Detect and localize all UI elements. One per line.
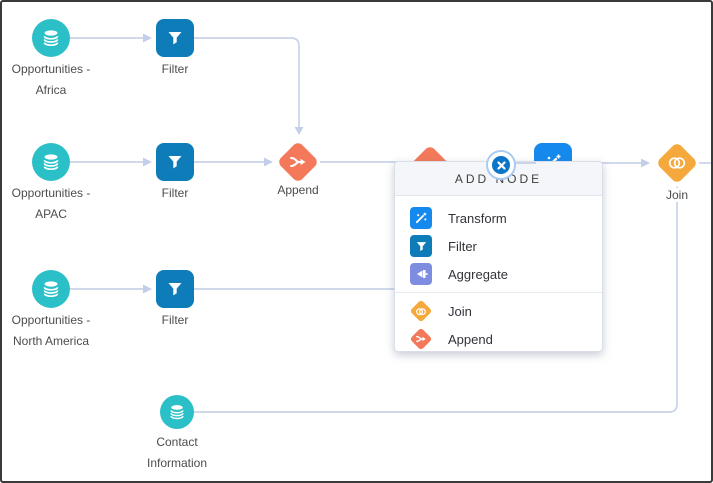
database-icon — [43, 281, 59, 298]
arrowhead-icon — [143, 33, 152, 43]
database-icon — [43, 154, 59, 171]
node-label-line: Append — [277, 183, 319, 197]
close-icon — [492, 156, 510, 174]
filter-node-africa[interactable] — [156, 19, 194, 57]
close-add-node-button[interactable] — [486, 150, 516, 180]
node-label: Opportunities - APAC — [12, 183, 91, 225]
node-label-line: APAC — [35, 207, 67, 221]
node-label-line: Africa — [35, 83, 67, 97]
node-label-line: Opportunities - — [11, 62, 91, 76]
node-label-line: Opportunities - — [11, 186, 91, 200]
node-label-line: Filter — [161, 186, 189, 200]
arrowhead-icon — [641, 158, 650, 168]
menu-item-filter[interactable]: Filter — [395, 232, 602, 260]
filter-icon — [168, 283, 182, 296]
dataset-node-contact[interactable] — [160, 395, 194, 429]
menu-item-transform[interactable]: Transform — [395, 204, 602, 232]
node-label-line: Join — [665, 188, 689, 202]
connector-contact-join — [194, 194, 678, 413]
menu-item-label: Aggregate — [448, 266, 508, 282]
menu-item-append[interactable]: Append — [395, 325, 602, 353]
connector-stub — [514, 162, 536, 164]
dataset-node-apac[interactable] — [32, 143, 70, 181]
node-label: Filter — [162, 183, 189, 204]
node-label: Append — [277, 180, 318, 201]
arrowhead-icon — [294, 127, 304, 135]
aggregate-icon — [410, 263, 432, 285]
database-icon — [43, 30, 59, 47]
menu-item-label: Transform — [448, 210, 507, 226]
connector-filter-append-top — [194, 37, 300, 127]
node-label-line: Opportunities - — [11, 313, 91, 327]
node-label: Filter — [162, 310, 189, 331]
node-label: Contact Information — [147, 432, 207, 474]
node-label: Opportunities - North America — [12, 310, 91, 352]
filter-node-north-america[interactable] — [156, 270, 194, 308]
join-icon — [668, 157, 686, 169]
add-node-menu: Transform Filter Aggrega — [395, 196, 602, 353]
arrowhead-icon — [143, 284, 152, 294]
dataset-node-north-america[interactable] — [32, 270, 70, 308]
menu-item-label: Join — [448, 303, 472, 319]
filter-node-apac[interactable] — [156, 143, 194, 181]
node-label-line: Filter — [161, 62, 189, 76]
arrowhead-icon — [264, 157, 273, 167]
node-label-line: Filter — [161, 313, 189, 327]
node-label: Join — [662, 188, 692, 202]
node-label: Opportunities - Africa — [12, 59, 91, 101]
dataset-node-africa[interactable] — [32, 19, 70, 57]
filter-icon — [168, 156, 182, 169]
menu-item-aggregate[interactable]: Aggregate — [395, 260, 602, 288]
arrowhead-icon — [143, 157, 152, 167]
menu-item-label: Append — [448, 331, 493, 347]
node-label-line: Contact — [156, 435, 198, 449]
append-node[interactable] — [276, 140, 320, 184]
node-label-line: North America — [12, 334, 90, 348]
node-label-line: Information — [146, 456, 208, 470]
menu-item-join[interactable]: Join — [395, 297, 602, 325]
append-icon — [409, 327, 433, 351]
menu-item-label: Filter — [448, 238, 477, 254]
database-icon — [170, 405, 184, 420]
join-node[interactable] — [655, 141, 699, 185]
transform-wand-icon — [410, 207, 432, 229]
join-icon — [409, 299, 433, 323]
node-label: Filter — [162, 59, 189, 80]
menu-divider — [395, 292, 602, 293]
filter-icon — [410, 235, 432, 257]
add-node-popup: ADD NODE Transform — [394, 161, 603, 352]
append-icon — [290, 157, 306, 167]
filter-icon — [168, 32, 182, 45]
